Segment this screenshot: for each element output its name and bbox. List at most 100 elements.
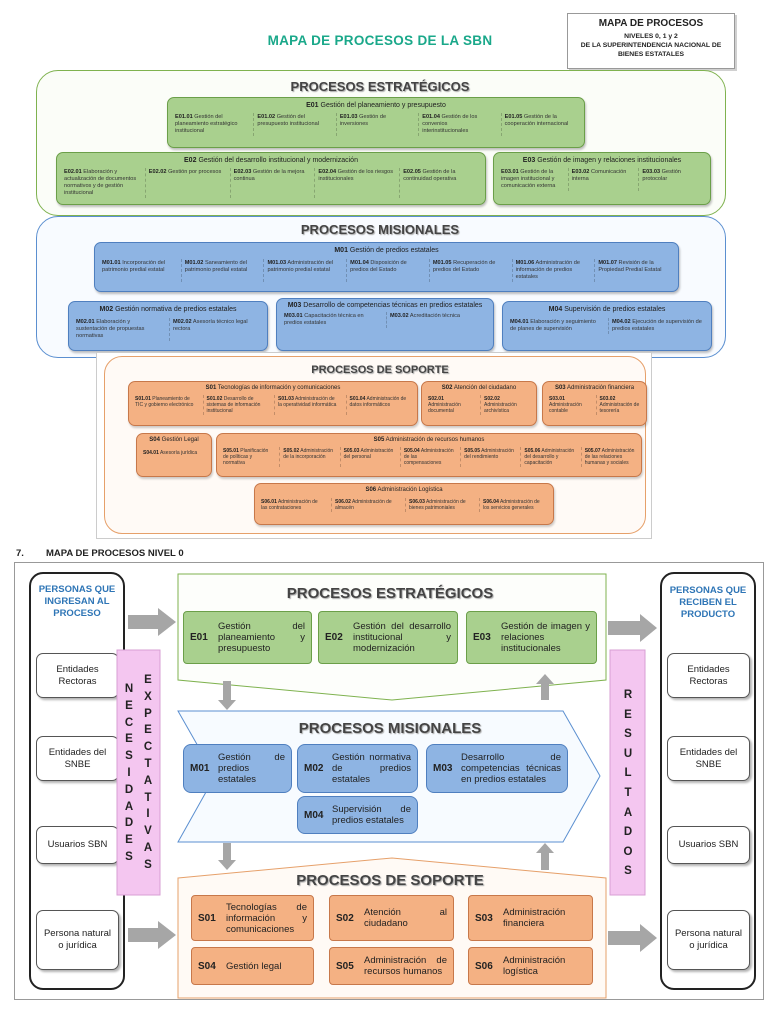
e01-subprocess-code: E01.01 — [175, 114, 193, 120]
m03-subprocess-1: M03.01 Capacitación técnica en predios e… — [281, 312, 383, 328]
s05-name-l0: Administración de recursos humanos — [364, 955, 447, 977]
e01-code: E01 — [306, 102, 319, 109]
output-entity-persona: Persona natural o jurídica — [667, 910, 750, 970]
output-entity-rectoras: Entidades Rectoras — [667, 653, 750, 698]
s02-subprocess-name: Administración archivística — [484, 402, 517, 414]
input-entity-snbe: Entidades del SNBE — [36, 736, 119, 781]
support-title-l2: PROCESOS DE SOPORTE — [311, 364, 449, 376]
e01-subprocess-name: Gestión del planeamiento estratégico ins… — [175, 114, 238, 134]
mission-title-l0: PROCESOS MISIONALES — [298, 720, 482, 737]
e02-subprocess-name: Gestión por procesos — [166, 169, 222, 175]
m02-box: M02 Gestión normativa de predios estatal… — [68, 301, 268, 351]
s06-subprocess-name: Administración de bienes patrimoniales — [409, 499, 466, 511]
arrow-out-bottom — [608, 924, 657, 952]
s05-subprocess-7: S05.07 Administración de las relaciones … — [580, 447, 638, 467]
m01-box: M01 Gestión de predios estatales M01.01 … — [94, 242, 679, 292]
s01-subprocess-4: S01.04 Administración de datos informáti… — [345, 395, 415, 415]
m04-code-l0: M04 — [304, 809, 324, 821]
m01-subprocess-name: Administración del patrimonio predial es… — [267, 260, 334, 273]
m04-name-l0: Supervisión de predios estatales — [332, 804, 411, 826]
e02-subprocess-code: E02.05 — [403, 169, 421, 175]
output-entity-usuarios: Usuarios SBN — [667, 826, 750, 864]
e02-name: Gestión del desarrollo institucional y m… — [198, 157, 358, 164]
arrow-in-top — [128, 608, 176, 636]
e01-subprocess-3: E01.03 Gestión de inversiones — [335, 113, 415, 136]
m03-subprocess-2: M03.02 Acreditación técnica — [386, 312, 489, 328]
arrow-up-support — [536, 843, 554, 870]
m01-subprocess-4: M01.04 Disposición de predios del Estado — [346, 259, 426, 282]
e01-subprocess-name: Gestión de inversiones — [339, 114, 387, 127]
s03-code-l0: S03 — [475, 912, 493, 924]
s03-name: Administración financiera — [567, 385, 635, 391]
m03-subprocess-code: M03.02 — [390, 313, 409, 319]
s02-subprocess-code: S02.01 — [428, 396, 444, 402]
e03-subprocess-code: E03.01 — [501, 169, 519, 175]
s03-box: S03 Administración financiera S03.01 Adm… — [542, 381, 647, 426]
e01-name-l0: Gestión del planeamiento y presupuesto — [218, 621, 305, 654]
output-persons-heading: PERSONAS QUE RECIBEN EL PRODUCTO — [669, 585, 747, 620]
s01-subprocess-1: S01.01 Planeamiento de TIC y gobierno el… — [132, 395, 200, 415]
e02-name-l0: Gestión del desarrollo institucional y m… — [353, 621, 451, 654]
s03-code: S03 — [554, 385, 566, 391]
mission-title-l2: PROCESOS MISIONALES — [300, 222, 460, 237]
e01-subprocess-name: Gestión de la cooperación internacional — [504, 114, 569, 127]
input-entity-persona: Persona natural o jurídica — [36, 910, 119, 970]
m03-subprocess-code: M03.01 — [284, 313, 303, 319]
s02-subprocess-2: S02.02 Administración archivística — [480, 395, 533, 415]
arrow-up-strategic — [536, 674, 554, 700]
e01-subprocess-code: E01.03 — [339, 114, 358, 120]
m01-subprocess-2: M01.02 Saneamiento del patrimonio predia… — [180, 259, 261, 282]
e03-subprocess-1: E03.01 Gestión de la imagen instituciona… — [498, 168, 565, 191]
e02-code-l0: E02 — [325, 632, 343, 643]
e03-name-l0: Gestión de imagen y relaciones instituci… — [501, 621, 590, 654]
s04-name: Gestión Legal — [161, 437, 199, 443]
s05-subprocess-2: S05.02 Administración de la incorporació… — [279, 447, 336, 467]
s01-name-l0: Tecnologías de información y comunicacio… — [226, 901, 307, 935]
s05-subprocess-code: S05.04 — [403, 448, 420, 454]
s04-box: S04 Gestión Legal S04.01 Asesoría jurídi… — [136, 433, 212, 477]
m01-subprocess-7: M01.07 Revisión de la Propiedad Predial … — [594, 259, 674, 282]
e02-subprocess-code: E02.03 — [233, 169, 252, 175]
m02-code: M02 — [99, 306, 114, 313]
e01-box: E01 Gestión del planeamiento y presupues… — [167, 97, 585, 148]
s05-subprocess-6: S05.06 Administración del desarrollo y c… — [520, 447, 577, 467]
s06-code-l0: S06 — [475, 960, 493, 972]
m02-name-l0: Gestión normativa de predios estatales — [332, 752, 411, 785]
m01-code-l0: M01 — [190, 763, 210, 774]
s01-box-l0: S01 Tecnologías de información y comunica… — [191, 895, 314, 941]
m01-subprocess-name: Saneamiento del patrimonio predial estat… — [184, 260, 248, 273]
s02-name: Atención del ciudadano — [453, 385, 517, 391]
s05-subprocess-code: S05.07 — [584, 448, 601, 454]
m01-name: Gestión de predios estatales — [349, 247, 439, 254]
s01-subprocess-name: Planeamiento de TIC y gobierno electróni… — [135, 396, 194, 408]
e01-subprocess-2: E01.02 Gestión del presupuesto instituci… — [253, 113, 332, 136]
s06-subprocess-code: S06.02 — [335, 499, 351, 505]
s05-subprocess-code: S05.01 — [223, 448, 239, 454]
s06-subprocess-code: S06.01 — [261, 499, 277, 505]
m01-subprocess-code: M01.05 — [432, 260, 452, 266]
m02-subprocess-name: Asesoría técnico legal rectora — [173, 319, 248, 332]
s06-code: S06 — [365, 487, 377, 493]
s03-subprocess-code: S03.02 — [599, 396, 616, 402]
s05-subprocess-code: S05.05 — [464, 448, 480, 454]
e02-box-l0: E02 Gestión del desarrollo institucional … — [318, 611, 458, 664]
s05-name: Administración de recursos humanos — [385, 437, 485, 443]
m02-subprocess-code: M02.01 — [76, 319, 95, 325]
s01-box: S01 Tecnologías de información y comunic… — [128, 381, 418, 426]
m01-subprocess-code: M01.07 — [598, 260, 617, 266]
e02-subprocess-code: E02.04 — [318, 169, 337, 175]
e01-name: Gestión del planeamiento y presupuesto — [320, 102, 446, 109]
s03-name-l0: Administración financiera — [503, 907, 566, 929]
e02-code: E02 — [184, 157, 197, 164]
m01-subprocess-1: M01.01 Incorporación del patrimonio pred… — [99, 259, 178, 282]
m04-subprocess-2: M04.02 Ejecución de supervisión de predi… — [608, 318, 707, 334]
s02-subprocess-name: Administración documental — [428, 402, 461, 414]
e01-subprocess-name: Gestión de los convenios interinstitucio… — [422, 114, 478, 134]
s02-code-l0: S02 — [336, 912, 354, 924]
s01-code-l0: S01 — [198, 912, 216, 924]
